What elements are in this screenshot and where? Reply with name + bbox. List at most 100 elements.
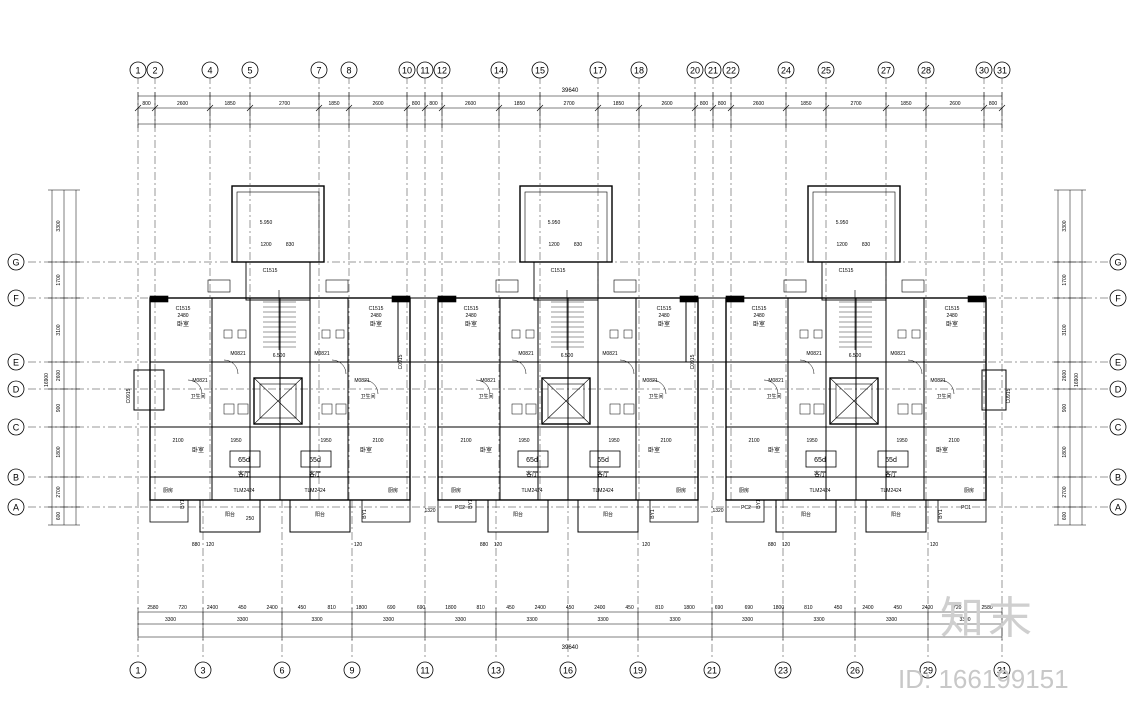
dim-top: 800 [142,101,151,107]
plan-box [813,329,823,339]
door-swing [651,379,667,395]
dim-label: 2100 [748,438,759,444]
room-label: 阳台 [225,511,235,518]
axis-label-bottom: 9 [349,666,354,676]
room-label: 卧室 [946,320,958,328]
dim-tick [495,104,503,112]
axis-label-bottom: 1 [135,666,140,676]
plan-box [799,329,809,339]
axis-label-bottom: 21 [707,666,717,676]
area-label: 65d [597,457,609,464]
axis-label-top: 2 [152,66,157,76]
stair-level: 6.500 [561,353,574,359]
plan-box [207,279,231,293]
plan-box [799,403,811,415]
room-label: 厨房 [163,487,173,494]
axis-label-bottom: 26 [850,666,860,676]
dim-bottom: 2400 [535,605,546,611]
dim-tick [403,104,411,112]
axis-label-top-circle [993,61,1011,79]
room-label: 厨房 [676,487,686,494]
axis-label-top-circle [704,61,722,79]
axis-label-bottom-circle [273,661,291,679]
dim-label: 2100 [372,438,383,444]
door-swing [475,379,491,395]
axis-label-left: G [12,258,19,268]
label-by1: BY1 [756,499,762,509]
room-label: 卫生间 [190,393,205,400]
dim-left: 600 [56,512,62,521]
dim-left: 2700 [56,486,62,497]
door-swing [363,379,379,395]
dim-label: 120 [642,542,651,548]
plan-line [829,377,879,425]
plan-box [487,499,549,533]
stair-level: 6.500 [849,353,862,359]
door-label: M0821 [192,378,208,384]
plan-box [229,450,261,468]
plan-line [253,377,303,425]
dim-top-total: 39640 [562,88,579,94]
dim-tick [438,104,446,112]
dim-bottom: 2400 [267,605,278,611]
room-label: 客厅 [238,470,250,478]
dim-top: 2600 [372,101,383,107]
door-swing [763,379,779,395]
dim-bottom: 450 [894,605,903,611]
axis-label-left: A [13,503,19,513]
window-label: C1515 [263,268,278,274]
room-label: 卧室 [753,320,765,328]
dim-top: 2600 [177,101,188,107]
door-swing [187,379,203,395]
dim-bottom: 1800 [773,605,784,611]
room-label: 阳台 [603,511,613,518]
axis-label-bottom: 19 [633,666,643,676]
dim-label: 830 [574,242,583,248]
dim-top: 2700 [850,101,861,107]
axis-label-top: 17 [593,66,603,76]
window-label: 2480 [465,313,476,319]
axis-label-bottom: 3 [200,666,205,676]
door-swing [331,359,347,375]
axis-label-top: 14 [494,66,504,76]
dim-label: 1950 [320,438,331,444]
axis-label-bottom-circle [129,661,147,679]
axis-label-left: B [13,473,19,483]
plan-box [300,450,332,468]
dim-tick [536,104,544,112]
door-label: M0821 [930,378,946,384]
dim-label: 120 [494,542,503,548]
axis-label-bottom: 23 [778,666,788,676]
plan-box [613,279,637,293]
dim-tick [822,104,830,112]
window-label: C0915 [126,388,132,403]
axis-label-right-circle [1109,380,1127,398]
axis-label-top-circle [917,61,935,79]
dim-bottom-axis: 3300 [886,617,897,623]
axis-label-top: 31 [997,66,1007,76]
plan-line [541,377,591,425]
dim-bottom-axis: 3300 [311,617,322,623]
dim-bottom: 450 [238,605,247,611]
window-label: C1515 [551,268,566,274]
plan-box [437,295,457,303]
axis-label-top: 5 [247,66,252,76]
label-by1: BY1 [468,499,474,509]
room-label: 客厅 [526,470,538,478]
door-swing [907,359,923,375]
dim-bottom-axis: 3300 [597,617,608,623]
axis-label-top: 30 [979,66,989,76]
plan-box [911,403,923,415]
dim-right: 2700 [1062,486,1068,497]
room-label: 客厅 [309,470,321,478]
plan-box [397,297,439,363]
axis-label-left-circle [7,498,25,516]
dim-bottom-axis: 3300 [742,617,753,623]
dim-label: 1950 [230,438,241,444]
door-label: TLM2424 [521,488,542,494]
dim-right-total: 16900 [1074,373,1080,387]
dim-right: 1800 [1062,446,1068,457]
window-label: C1515 [369,306,384,312]
dim-top: 1850 [613,101,624,107]
door-label: M0821 [518,351,534,357]
